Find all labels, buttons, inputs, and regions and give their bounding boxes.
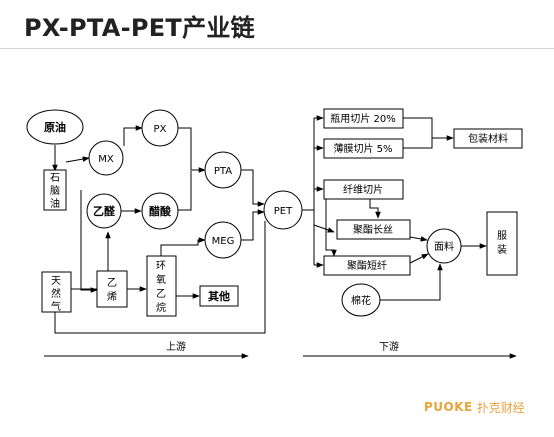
node-acetaldehyde: 乙醛: [86, 193, 122, 229]
upstream-baseline: [54, 221, 266, 334]
svg-text:MX: MX: [98, 154, 114, 165]
arrow-filament-to-fabric: [409, 236, 428, 242]
node-cotton: 棉花: [341, 283, 381, 317]
node-apparel: 服 装: [486, 211, 518, 276]
node-film-chip: 薄膜切片 5%: [323, 138, 404, 159]
title-divider: [0, 48, 554, 49]
svg-text:乙: 乙: [156, 288, 166, 300]
node-acetic-acid: 醋酸: [141, 192, 179, 230]
svg-text:瓶用切片 20%: 瓶用切片 20%: [330, 112, 395, 125]
arrow-px-to-pta: [178, 127, 206, 173]
svg-text:其他: 其他: [208, 289, 230, 303]
svg-text:纤维切片: 纤维切片: [343, 183, 383, 196]
brand-logo-latin: PUOKE: [424, 400, 473, 414]
svg-text:原油: 原油: [44, 120, 66, 134]
brand-logo: PUOKE 扑克财经: [424, 398, 525, 416]
svg-text:然: 然: [51, 287, 61, 300]
svg-text:棉花: 棉花: [351, 294, 371, 307]
connectors: [44, 115, 517, 359]
svg-text:包装材料: 包装材料: [468, 132, 508, 145]
node-naphtha: 石 脑 油: [43, 169, 67, 211]
node-crude-oil: 原油: [26, 109, 84, 145]
arrow-pet-to-filament: [313, 224, 335, 233]
svg-text:PX: PX: [154, 124, 167, 135]
node-fiber-chip: 纤维切片: [323, 179, 404, 200]
arrow-fiber-to-staple: [325, 189, 337, 257]
arrow-meg-to-pet: [241, 209, 265, 241]
arrow-eo-to-meg: [160, 237, 206, 257]
svg-text:面料: 面料: [434, 240, 454, 253]
svg-text:石: 石: [50, 173, 60, 184]
node-ethylene-oxide: 环 氧 乙 烷: [146, 255, 177, 317]
svg-text:PET: PET: [274, 206, 293, 217]
downstream-label: 下游: [379, 340, 399, 353]
node-others: 其他: [199, 285, 239, 307]
svg-text:烷: 烷: [156, 301, 166, 314]
arrow-acetic-to-pta: [178, 171, 192, 211]
arrow-fiber-to-filament: [369, 198, 381, 219]
svg-text:环: 环: [156, 261, 166, 272]
node-meg: MEG: [204, 221, 242, 259]
arrow-naphtha-to-mx: [65, 156, 90, 163]
svg-text:MEG: MEG: [212, 236, 235, 247]
node-mx: MX: [88, 140, 124, 176]
svg-text:装: 装: [497, 243, 507, 256]
chips-to-packaging-bracket: [403, 117, 433, 149]
svg-text:气: 气: [51, 300, 61, 313]
svg-text:聚酯长丝: 聚酯长丝: [353, 224, 393, 236]
arrow-staple-to-fabric: [409, 253, 429, 264]
svg-text:乙: 乙: [107, 277, 117, 289]
arrow-naphtha-to-ethylene: [80, 190, 98, 293]
svg-text:氧: 氧: [156, 273, 166, 286]
brand-logo-cjk: 扑克财经: [476, 400, 525, 415]
svg-text:油: 油: [50, 197, 60, 210]
svg-text:醋酸: 醋酸: [149, 204, 172, 218]
svg-text:PTA: PTA: [214, 166, 232, 177]
svg-text:聚酯短纤: 聚酯短纤: [347, 259, 387, 272]
node-pta: PTA: [204, 151, 242, 189]
arrow-cotton-to-fabric: [380, 263, 443, 301]
svg-text:脑: 脑: [50, 184, 60, 197]
arrow-mx-to-px: [123, 125, 143, 146]
svg-text:乙醛: 乙醛: [93, 204, 116, 218]
node-bottle-chip: 瓶用切片 20%: [323, 108, 404, 129]
node-natural-gas: 天 然 气: [41, 271, 72, 313]
node-fabric: 面料: [426, 228, 462, 264]
node-pet: PET: [263, 190, 303, 230]
node-staple: 聚酯短纤: [323, 255, 411, 276]
node-px: PX: [141, 109, 179, 147]
page-title: PX-PTA-PET产业链: [24, 14, 255, 42]
svg-text:烯: 烯: [107, 290, 117, 303]
svg-text:服: 服: [497, 230, 507, 242]
svg-text:薄膜切片 5%: 薄膜切片 5%: [333, 142, 392, 155]
node-packaging: 包装材料: [453, 128, 523, 149]
arrow-pta-to-pet: [241, 169, 265, 207]
upstream-label: 上游: [166, 340, 186, 353]
node-filament: 聚酯长丝: [336, 219, 411, 240]
node-ethylene: 乙 烯: [96, 270, 128, 308]
svg-text:天: 天: [51, 276, 61, 287]
